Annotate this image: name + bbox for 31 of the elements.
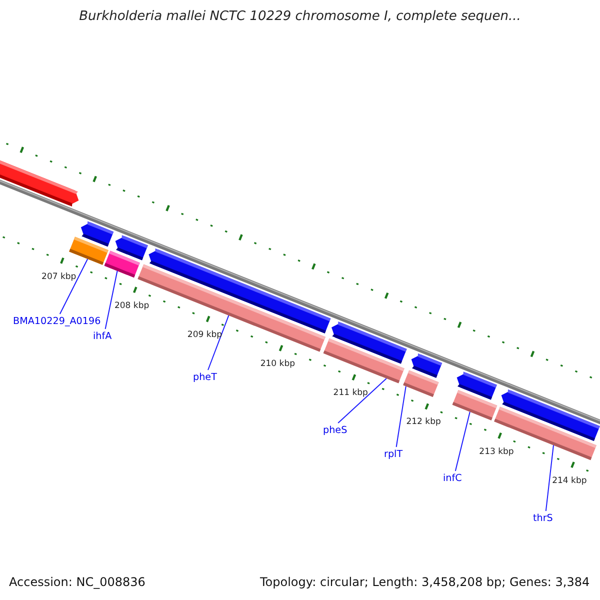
scale-label: 214 kbp [552, 476, 587, 486]
scale-label: 207 kbp [42, 272, 76, 282]
gene-feature-bar [323, 338, 404, 384]
gene-label: pheS [323, 425, 348, 436]
gene-label: ihfA [93, 331, 112, 342]
gene-feature-bar [69, 236, 108, 265]
gene-label: BMA10229_A0196 [13, 316, 101, 328]
leader-line [59, 258, 88, 314]
gene-label: infC [443, 473, 462, 484]
scale-label: 213 kbp [479, 446, 514, 457]
leader-line [396, 386, 406, 448]
leader-line [454, 411, 470, 472]
scale-label: 208 kbp [114, 300, 150, 311]
leader-line [104, 270, 118, 330]
title: Burkholderia mallei NCTC 10229 chromosome I, complete sequen... [78, 9, 522, 25]
scale-label: 210 kbp [260, 359, 295, 370]
scale-label: 211 kbp [333, 388, 368, 398]
leader-line [208, 314, 230, 370]
gene-feature-bar [494, 406, 596, 460]
gene-label: rplT [384, 449, 403, 460]
gene-feature-bar [403, 370, 439, 397]
gene-feature-bar [452, 390, 498, 420]
leader-line [545, 444, 554, 512]
gene-label: pheT [193, 372, 217, 384]
scale-label: 212 kbp [406, 417, 441, 428]
footer-text: Accession: NC_008836 [9, 575, 146, 590]
scale-label: 209 kbp [187, 330, 222, 340]
footer-text: Topology: circular; Length: 3,458,208 bp; Genes: 3,384 [260, 575, 590, 590]
leader-line [338, 378, 387, 424]
gene-feature-bar [104, 250, 140, 278]
gene-label: thrS [533, 513, 553, 524]
